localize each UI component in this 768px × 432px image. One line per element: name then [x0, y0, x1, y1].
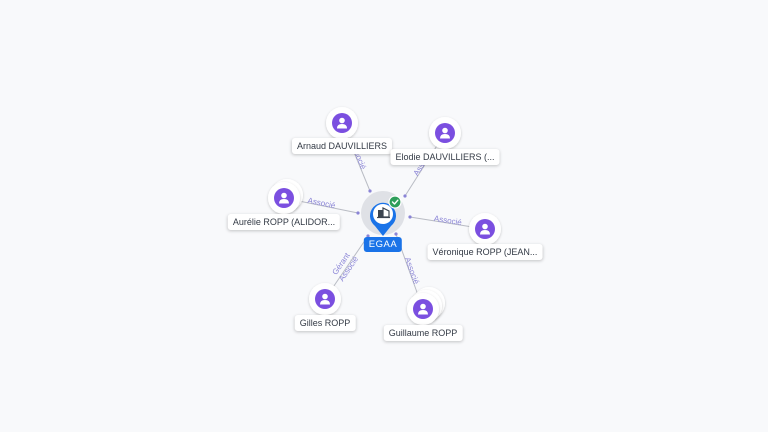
edge-label-veronique: Associé: [433, 214, 463, 227]
edge-arrow-arnaud: [368, 189, 372, 193]
edge-label-guillaume: Associé: [403, 256, 421, 286]
center-label[interactable]: EGAA: [363, 237, 403, 252]
person-icon: [320, 293, 330, 305]
person-label-guillaume[interactable]: Guillaume ROPP: [383, 325, 463, 341]
person-node-guillaume[interactable]: [407, 287, 445, 325]
person-label-aurelie[interactable]: Aurélie ROPP (ALIDOR...: [227, 214, 341, 230]
person-node-aurelie[interactable]: [268, 179, 303, 214]
person-icon: [480, 223, 490, 235]
person-icon: [337, 117, 347, 129]
person-label-elodie[interactable]: Elodie DAUVILLIERS (...: [390, 149, 500, 165]
edge-arrow-aurelie: [356, 211, 360, 215]
person-label-veronique[interactable]: Véronique ROPP (JEAN...: [427, 244, 543, 260]
edge-arrow-veronique: [408, 215, 412, 219]
person-label-arnaud[interactable]: Arnaud DAUVILLIERS: [291, 138, 393, 154]
edge-label-aurelie: Associé: [307, 196, 337, 210]
edge-arrow-elodie: [403, 194, 407, 198]
check-icon: [391, 199, 399, 205]
person-label-gilles[interactable]: Gilles ROPP: [294, 315, 356, 331]
person-icon: [418, 303, 428, 315]
building-icon: [377, 207, 390, 219]
person-node-gilles[interactable]: [309, 283, 341, 315]
person-node-veronique[interactable]: [469, 213, 501, 245]
edge-arrow-gilles: [366, 234, 370, 238]
person-icon: [279, 192, 289, 204]
edge-arrow-guillaume: [394, 232, 398, 236]
person-node-elodie[interactable]: [429, 117, 461, 149]
center-node[interactable]: [361, 191, 405, 236]
verified-badge: [388, 195, 402, 209]
person-node-arnaud[interactable]: [326, 107, 358, 139]
person-icon: [440, 127, 450, 139]
